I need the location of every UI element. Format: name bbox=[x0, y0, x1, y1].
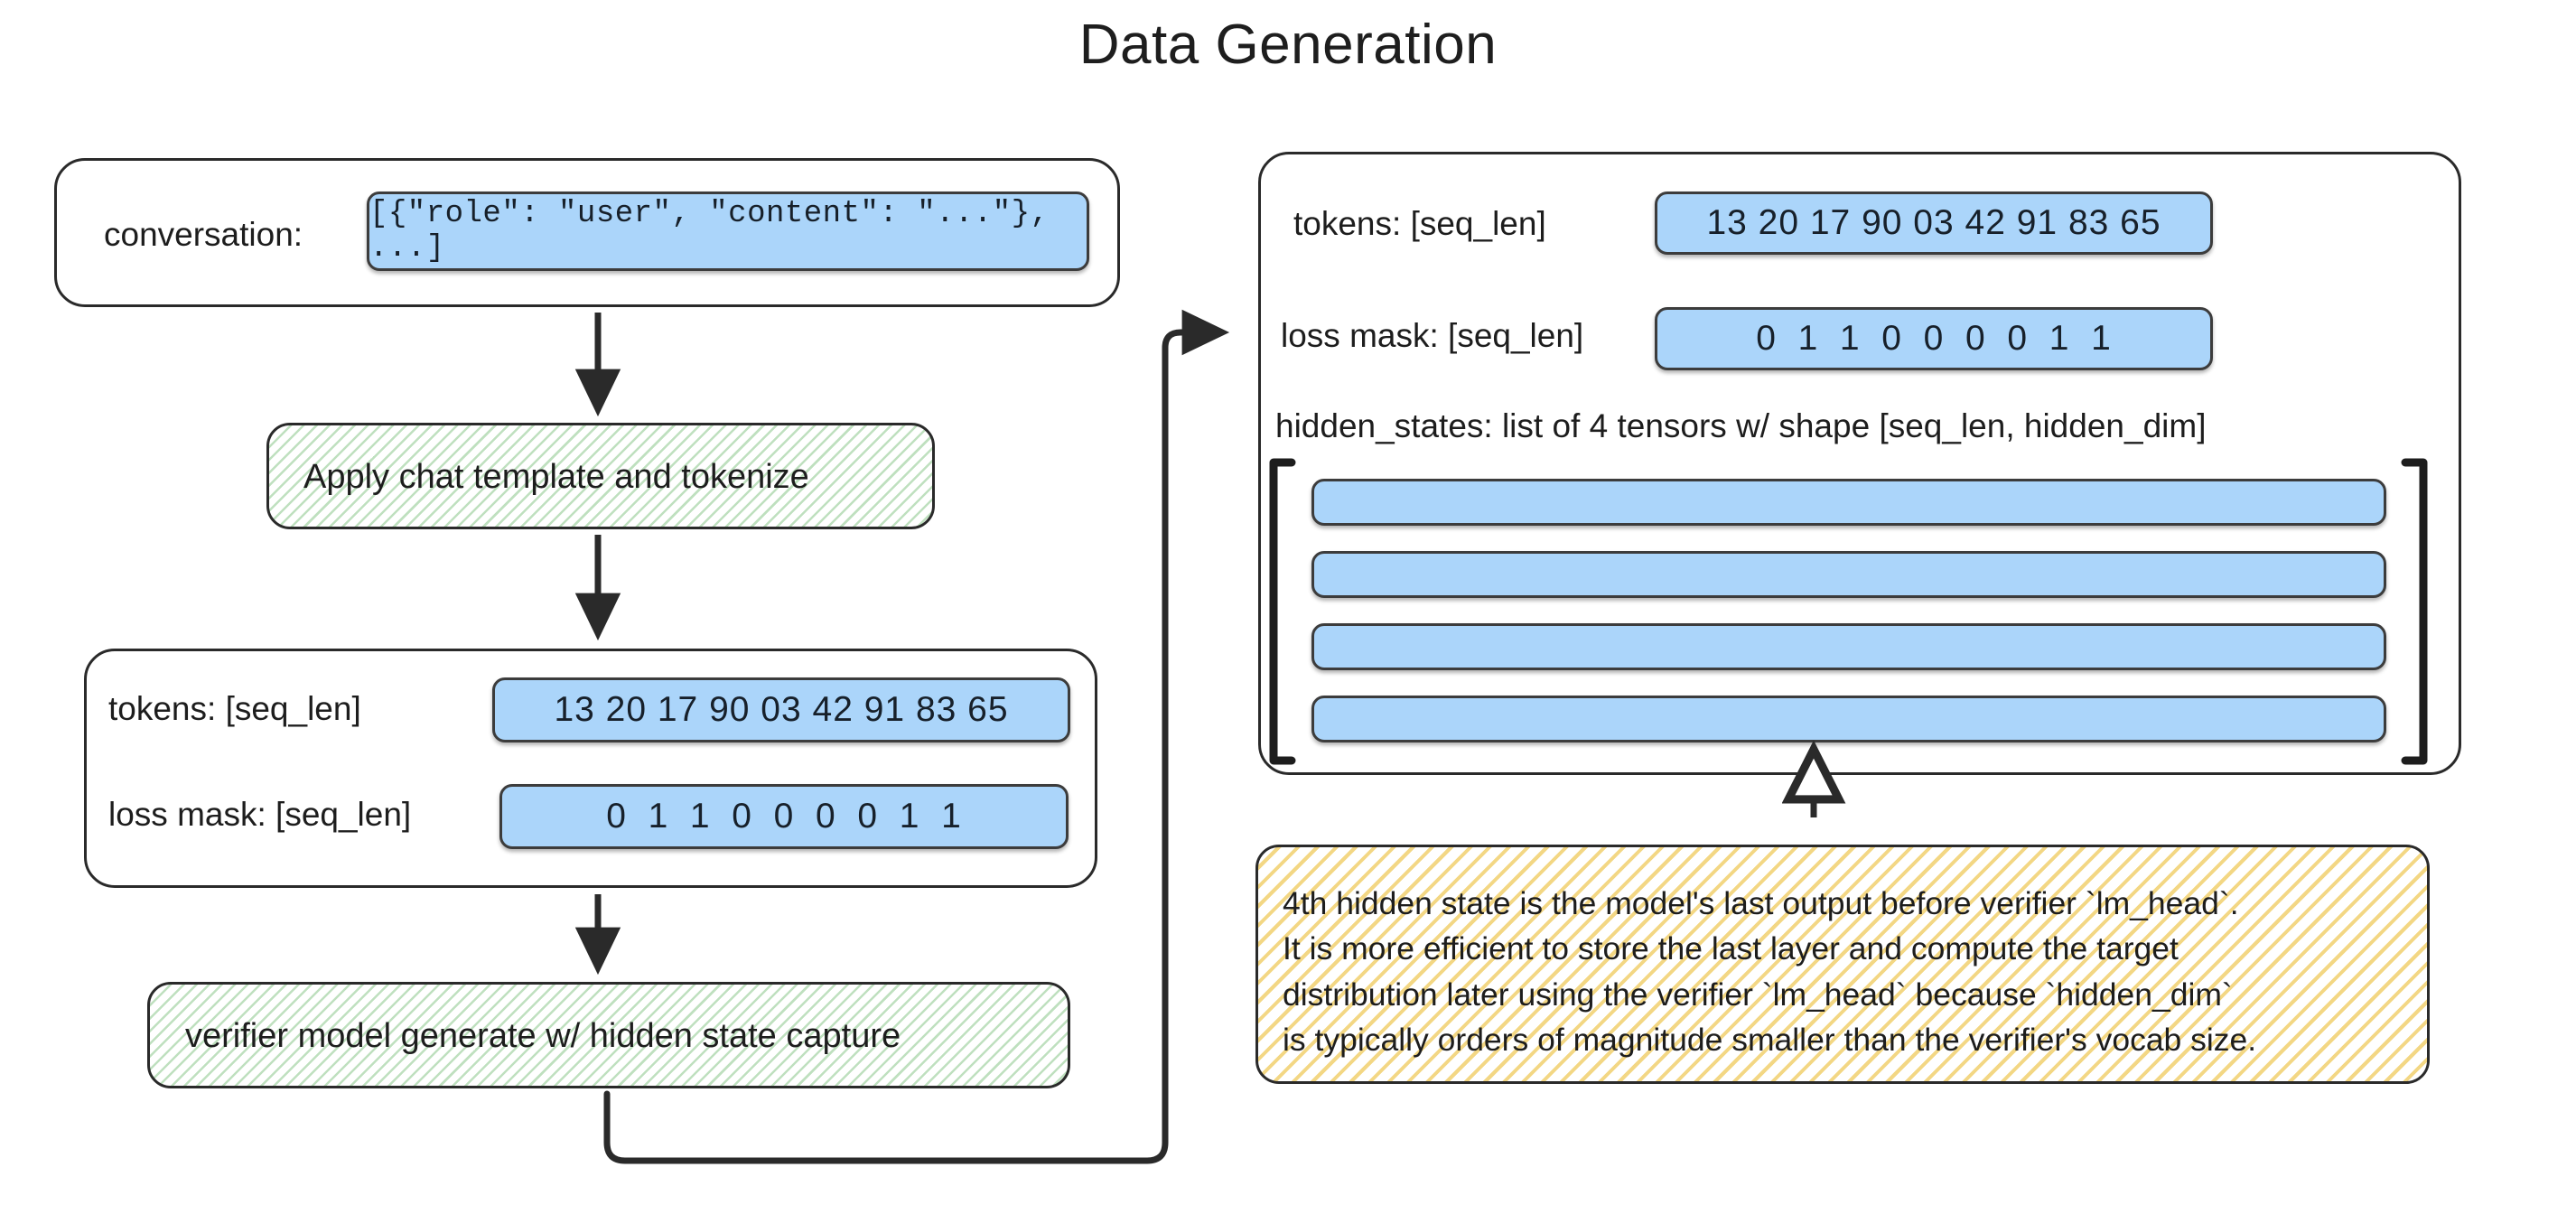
hidden-state-tensor-row bbox=[1311, 623, 2386, 670]
output-loss-mask-label: loss mask: [seq_len] bbox=[1281, 317, 1584, 354]
tokens-values: 13 20 17 90 03 42 91 83 65 bbox=[554, 690, 1009, 729]
output-tokens-values: 13 20 17 90 03 42 91 83 65 bbox=[1706, 203, 2161, 242]
note-text: 4th hidden state is the model's last out… bbox=[1283, 885, 2257, 1059]
step-generate-label: verifier model generate w/ hidden state … bbox=[185, 1017, 901, 1055]
conversation-label: conversation: bbox=[104, 216, 303, 253]
output-box bbox=[1258, 152, 2461, 775]
tokens-label: tokens: [seq_len] bbox=[108, 690, 361, 727]
tokens-values-pill: 13 20 17 90 03 42 91 83 65 bbox=[492, 677, 1070, 742]
hidden-state-tensor-row bbox=[1311, 551, 2386, 598]
output-loss-mask-values-pill: 0 1 1 0 0 0 0 1 1 bbox=[1655, 307, 2213, 370]
conversation-value: [{"role": "user", "content": "..."}, ...… bbox=[369, 197, 1050, 266]
note-box bbox=[1255, 845, 2430, 1084]
step-tokenize-label: Apply chat template and tokenize bbox=[303, 458, 809, 496]
output-loss-mask-values: 0 1 1 0 0 0 0 1 1 bbox=[1756, 319, 2112, 358]
output-tokens-values-pill: 13 20 17 90 03 42 91 83 65 bbox=[1655, 191, 2213, 255]
hidden-state-tensor-row bbox=[1311, 479, 2386, 526]
loss-mask-values-pill: 0 1 1 0 0 0 0 1 1 bbox=[499, 784, 1069, 849]
hidden-states-label: hidden_states: list of 4 tensors w/ shap… bbox=[1275, 407, 2207, 444]
output-tokens-label: tokens: [seq_len] bbox=[1293, 205, 1546, 242]
hidden-state-tensor-row bbox=[1311, 696, 2386, 742]
conversation-value-pill: [{"role": "user", "content": "..."}, ...… bbox=[367, 191, 1089, 271]
loss-mask-label: loss mask: [seq_len] bbox=[108, 796, 412, 833]
page-title: Data Generation bbox=[1078, 14, 1498, 76]
loss-mask-values: 0 1 1 0 0 0 0 1 1 bbox=[606, 797, 962, 836]
